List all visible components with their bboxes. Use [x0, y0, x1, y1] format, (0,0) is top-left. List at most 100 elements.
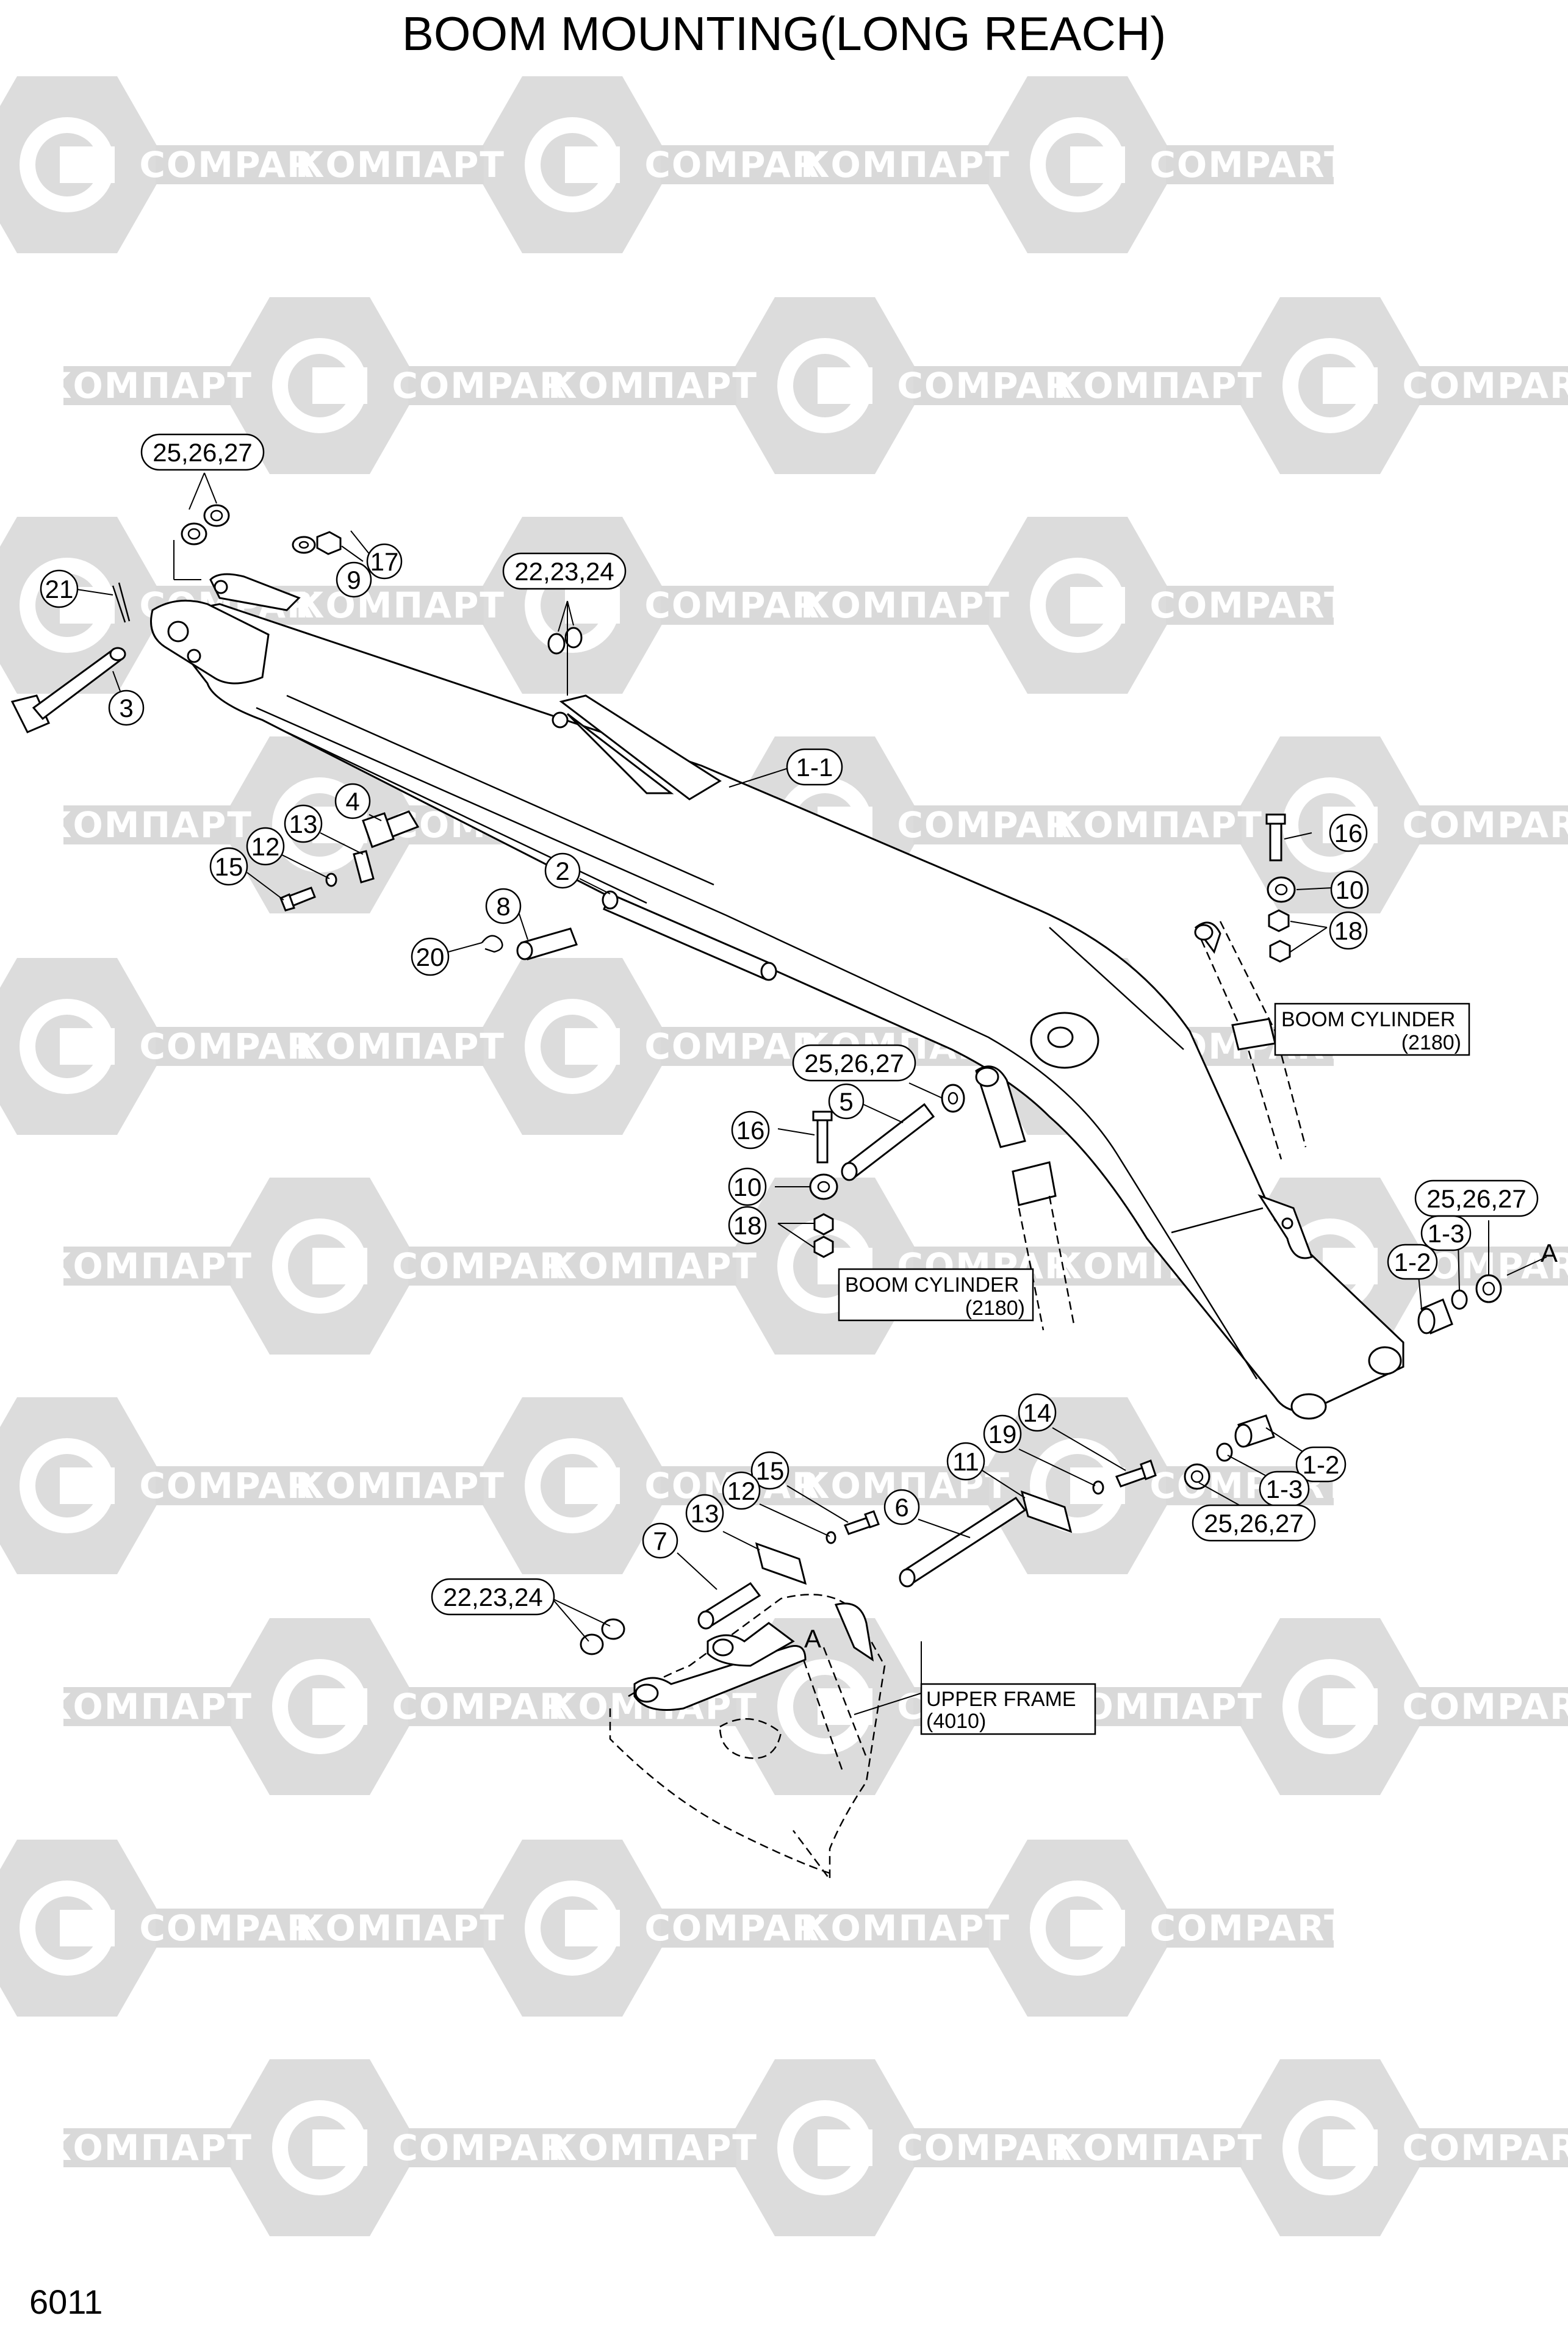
watermark-text: КОМПАРТ [1053, 2127, 1263, 2168]
svg-text:5: 5 [839, 1087, 853, 1116]
callout: 12 [246, 827, 285, 866]
svg-text:25,26,27: 25,26,27 [804, 1049, 904, 1078]
watermark-text: COMPART [392, 1686, 591, 1727]
callout: 1-2 [1295, 1446, 1347, 1483]
watermark-text: КОМПАРТ [800, 1907, 1010, 1949]
watermark-text: КОМПАРТ [43, 1245, 253, 1287]
watermark-layer: КОМПАРТCOMPARTКОМПАРТCOMPARTКОМПАРТCOMPA… [0, 76, 1568, 2236]
callouts: 25,26,27 9 17 21 3 22,23,24 1-1 4 13 12 … [40, 433, 1539, 1616]
svg-text:8: 8 [496, 892, 510, 921]
callout: 25,26,27 [1192, 1504, 1316, 1542]
svg-text:12: 12 [727, 1477, 756, 1505]
watermark-logo: КОМПАРТ COMPART [43, 1178, 591, 1355]
reference-letter: A [1541, 1239, 1558, 1267]
watermark-logo: КОМПАРТ COMPART [43, 1618, 591, 1795]
watermark-text: COMPART [897, 365, 1096, 406]
callout: 22,23,24 [502, 552, 627, 590]
watermark-text: КОМПАРТ [548, 2127, 758, 2168]
callout: 1-3 [1420, 1215, 1472, 1251]
watermark-text: COMPART [1402, 2127, 1568, 2168]
ref-name: BOOM CYLINDER [1281, 1008, 1455, 1031]
callout: 25,26,27 [140, 433, 265, 471]
svg-text:9: 9 [347, 566, 361, 594]
svg-text:21: 21 [45, 575, 74, 603]
svg-text:13: 13 [289, 810, 318, 838]
svg-text:22,23,24: 22,23,24 [443, 1583, 543, 1611]
callout: 9 [336, 561, 372, 598]
boom-cylinder-ref-1: BOOM CYLINDER (2180) [1274, 1002, 1470, 1056]
callout: 2 [544, 852, 581, 889]
watermark-text: COMPART [392, 2127, 591, 2168]
watermark-text: COMPART [644, 144, 844, 185]
svg-text:1-2: 1-2 [1394, 1248, 1431, 1276]
svg-text:3: 3 [119, 694, 133, 722]
watermark-text: КОМПАРТ [43, 2127, 253, 2168]
svg-text:11: 11 [952, 1447, 979, 1476]
watermark-logo: КОМПАРТ COMPART [43, 2059, 591, 2236]
watermark-text: COMPART [392, 1245, 591, 1287]
svg-text:4: 4 [345, 787, 359, 816]
callout: 5 [828, 1083, 865, 1120]
callout: 15 [750, 1451, 789, 1490]
ref-name: BOOM CYLINDER [845, 1273, 1019, 1297]
watermark-text: КОМПАРТ [295, 585, 505, 626]
watermark-text: КОМПАРТ [295, 1907, 505, 1949]
callout: 13 [685, 1494, 724, 1533]
svg-text:6: 6 [894, 1493, 908, 1522]
watermark-text: COMPART [139, 144, 339, 185]
callout: 18 [728, 1206, 767, 1245]
watermark-text: КОМПАРТ [43, 365, 253, 406]
watermark-text: COMPART [1149, 144, 1349, 185]
watermark-text: COMPART [1402, 1686, 1568, 1727]
callout: 21 [40, 569, 79, 608]
watermark-text: COMPART [897, 804, 1096, 846]
callout: 18 [1329, 911, 1368, 950]
watermark-text: COMPART [1402, 365, 1568, 406]
reference-letter: A [804, 1624, 821, 1653]
callout: 19 [983, 1414, 1022, 1453]
svg-text:10: 10 [733, 1173, 762, 1201]
svg-text:15: 15 [756, 1456, 785, 1485]
ref-code: (4010) [926, 1710, 986, 1733]
watermark-logo: КОМПАРТ COMPART [548, 2059, 1096, 2236]
watermark-logo: КОМПАРТ COMPART [1053, 2059, 1568, 2236]
svg-text:1-2: 1-2 [1303, 1450, 1340, 1479]
callout: 12 [722, 1471, 761, 1510]
svg-text:25,26,27: 25,26,27 [1204, 1509, 1304, 1538]
callout: 8 [485, 888, 522, 924]
upper-frame-ref: UPPER FRAME (4010) [920, 1683, 1096, 1735]
watermark-text: COMPART [392, 365, 591, 406]
watermark-text: КОМПАРТ [43, 1686, 253, 1727]
svg-text:12: 12 [251, 832, 280, 861]
watermark-logo: КОМПАРТ COMPART [548, 297, 1096, 474]
leader-lines [73, 472, 1547, 1715]
svg-text:2: 2 [555, 857, 569, 885]
watermark-text: COMPART [897, 2127, 1096, 2168]
watermark-text: КОМПАРТ [548, 365, 758, 406]
callout: 22,23,24 [431, 1578, 555, 1616]
watermark-text: COMPART [1149, 585, 1349, 626]
watermark-logo: КОМПАРТ COMPART [43, 297, 591, 474]
reference-boxes: BOOM CYLINDER (2180) BOOM CYLINDER (2180… [838, 1002, 1470, 1735]
watermark-text: КОМПАРТ [295, 1026, 505, 1067]
callout: 1-1 [786, 748, 843, 786]
callout: 1-2 [1387, 1243, 1438, 1280]
svg-text:18: 18 [733, 1211, 762, 1240]
watermark-text: КОМПАРТ [1053, 365, 1263, 406]
page-number: 6011 [29, 2283, 103, 2321]
watermark-text: КОМПАРТ [548, 1245, 758, 1287]
watermark-text: КОМПАРТ [800, 144, 1010, 185]
callout: 1-3 [1259, 1470, 1310, 1507]
callout: 3 [108, 689, 145, 726]
watermark-text: COMPART [139, 1907, 339, 1949]
watermark-text: КОМПАРТ [43, 804, 253, 846]
svg-text:10: 10 [1336, 876, 1364, 904]
ref-code: (2180) [965, 1297, 1025, 1320]
